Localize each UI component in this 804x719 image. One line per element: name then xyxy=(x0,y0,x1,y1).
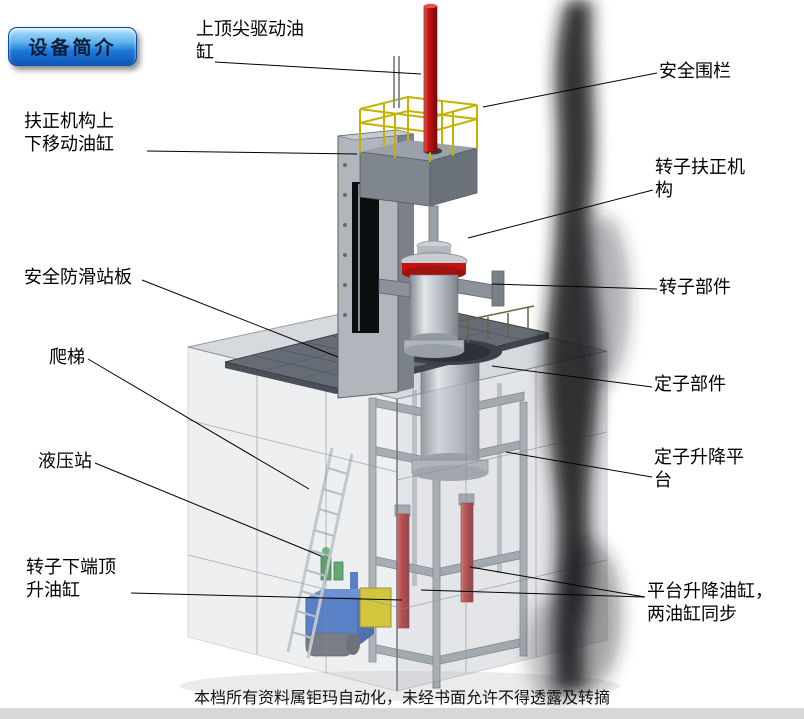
callout-safety-fence: 安全围栏 xyxy=(659,61,731,81)
leader-centering-updown-cylinder xyxy=(146,150,358,155)
callout-ladder: 爬梯 xyxy=(49,347,85,367)
leader-stator-lift-platform xyxy=(505,451,653,478)
press-column xyxy=(337,129,415,399)
callout-rotor-centering: 转子扶正机 构 xyxy=(655,157,745,200)
rotor-assembly xyxy=(400,205,468,358)
callout-stator-lift-platform: 定子升降平 台 xyxy=(654,447,744,490)
leader-platform-cylinder-2 xyxy=(469,566,646,598)
leader-platform-cylinder-1 xyxy=(420,589,646,598)
callout-rotor-component: 转子部件 xyxy=(659,277,731,297)
leader-rotor-component xyxy=(491,283,658,290)
ground-shadow xyxy=(180,671,620,701)
leader-ladder xyxy=(87,358,310,490)
leader-top-center-drive-cylinder xyxy=(214,61,422,75)
callout-hydraulic-station: 液压站 xyxy=(38,451,92,471)
callout-rotor-jack-cylinder: 转子下端顶 升油缸 xyxy=(26,557,116,600)
plate-side-rail xyxy=(461,305,535,343)
title-badge: 设备简介 xyxy=(8,27,137,66)
press-head xyxy=(359,140,478,207)
leader-rotor-jack-cylinder xyxy=(130,592,403,601)
top-drive-cylinder-rod xyxy=(423,3,438,153)
leader-antislip-platform xyxy=(141,279,339,358)
stator-cylinder xyxy=(411,361,489,481)
shadow-smudge xyxy=(526,0,630,705)
leader-rotor-centering xyxy=(467,189,654,239)
callout-stator-component: 定子部件 xyxy=(654,374,726,394)
title-badge-label: 设备简介 xyxy=(28,38,117,59)
callout-centering-updown-cylinder: 扶正机构上 下移动油缸 xyxy=(24,111,114,154)
callout-top-center-drive-cylinder: 上顶尖驱动油 缸 xyxy=(196,19,304,62)
bottom-strip xyxy=(0,708,804,719)
leader-hydraulic-station xyxy=(94,462,322,557)
safety-fence-railing xyxy=(359,95,478,162)
leader-safety-fence xyxy=(482,72,658,108)
leader-lines xyxy=(87,61,658,601)
leader-stator-component xyxy=(491,365,653,388)
footer-confidentiality-note: 本档所有资料属钜玛自动化，未经书面允许不得透露及转摘 xyxy=(193,690,610,707)
access-ladder xyxy=(286,447,354,659)
guide-rods xyxy=(393,56,400,108)
press-machine xyxy=(337,3,505,399)
rotor-centering-arms xyxy=(378,270,505,307)
callout-platform-lift-cylinders: 平台升降油缸， 两油缸同步 xyxy=(647,581,773,624)
callout-antislip-platform: 安全防滑站板 xyxy=(24,267,132,287)
